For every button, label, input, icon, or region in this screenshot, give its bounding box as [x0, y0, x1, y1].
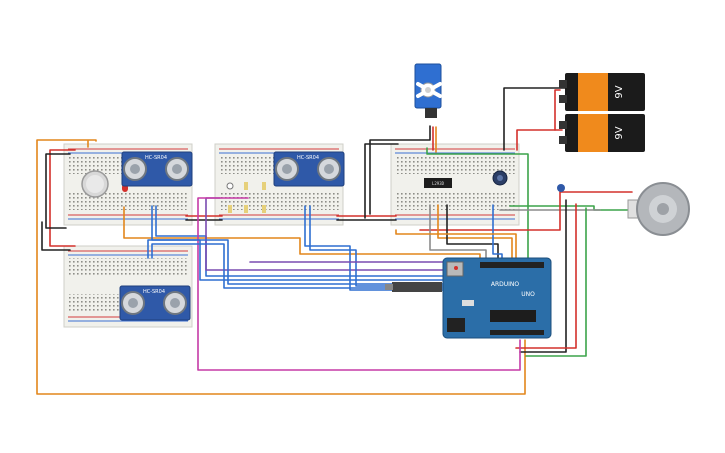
wire-gray-1 [429, 204, 487, 263]
battery-2-label: 9V [614, 126, 625, 139]
wire-blue-b4 [147, 239, 445, 285]
wire-black-bottom-left [41, 221, 71, 251]
sonar-label-3: HC-SR04 [143, 289, 165, 295]
wire-battery-black [503, 87, 566, 151]
wire-magenta-b2 [197, 197, 521, 371]
usb-connector[interactable] [385, 282, 442, 292]
wire-motor-green [509, 205, 633, 211]
wire-black-top-3b [364, 143, 399, 219]
sonar-sensor-1[interactable]: HC-SR04 [121, 151, 193, 187]
arduino-uno[interactable]: ARDUINO UNO [442, 257, 552, 339]
battery-2[interactable]: 9V [559, 114, 645, 152]
wire-blue-b4b [151, 243, 445, 289]
sonar-sensor-3[interactable]: HC-SR04 [119, 285, 191, 321]
wire-motor-red-loop [419, 191, 633, 231]
gas-sensor[interactable] [81, 170, 109, 198]
arduino-brand: ARDUINO [491, 281, 520, 288]
wire-orange-b1 [123, 206, 481, 263]
sonar-label-1: HC-SR04 [145, 155, 167, 161]
battery-1[interactable]: 9V [559, 73, 645, 111]
wire-black-top-3 [369, 125, 431, 215]
breadboard-3[interactable] [390, 143, 520, 226]
battery-1-label: 9V [614, 85, 625, 98]
capacitor[interactable] [557, 184, 565, 192]
button-board-2[interactable] [226, 182, 234, 190]
sonar-label-2: HC-SR04 [297, 155, 319, 161]
wire-blue-b2a [304, 205, 445, 291]
wire-battery-link-red [554, 89, 561, 131]
wire-red-right [515, 203, 577, 349]
dc-motor[interactable] [627, 182, 690, 236]
wire-orange-long [36, 139, 526, 395]
potentiometer[interactable] [492, 170, 508, 186]
wire-red-left [49, 149, 76, 247]
servo-motor[interactable] [414, 63, 442, 118]
wire-green-right [525, 207, 587, 357]
motor-driver-chip[interactable]: L293D [424, 178, 452, 188]
wire-orange-2 [437, 204, 513, 263]
resistors-board-2[interactable] [228, 182, 266, 213]
wire-black-left [45, 153, 71, 229]
wire-black-right [519, 199, 567, 353]
wire-black-3 [446, 204, 499, 263]
sonar-sensor-2[interactable]: HC-SR04 [273, 151, 345, 187]
chip-label: L293D [432, 181, 445, 186]
wire-orange-3 [395, 229, 517, 263]
wires [36, 87, 633, 395]
wire-battery-red [516, 129, 563, 151]
arduino-model: UNO [521, 291, 535, 298]
